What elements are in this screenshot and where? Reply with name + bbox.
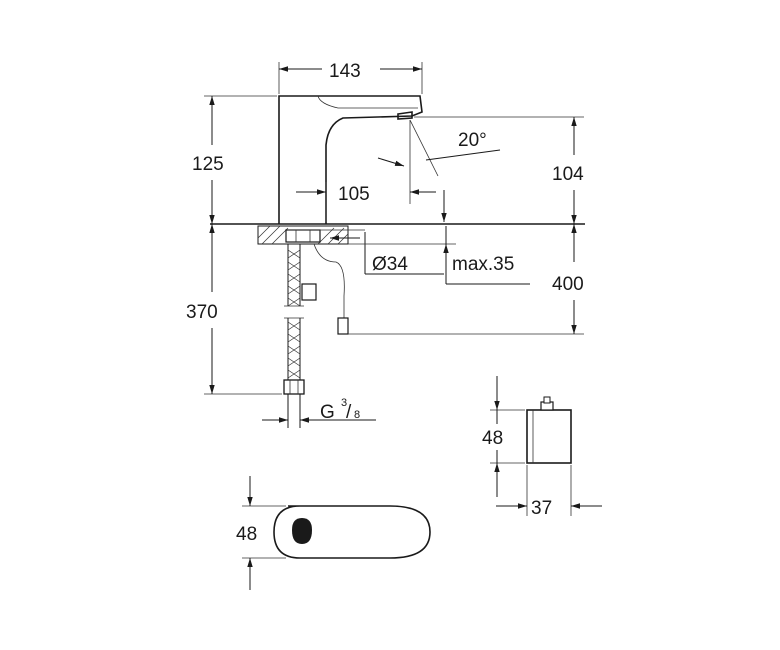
- label-angle: 20°: [458, 130, 487, 151]
- label-thread-slash: /: [346, 402, 352, 423]
- label-thread-prefix: G: [320, 402, 335, 423]
- label-hole-diameter: Ø34: [372, 254, 408, 275]
- control-box: [490, 376, 602, 516]
- deck-hatching: [257, 225, 349, 245]
- faucet-plan-view: [242, 476, 431, 590]
- label-cable-length: 400: [552, 274, 584, 295]
- dimension-lines: [204, 62, 584, 423]
- label-reach: 105: [338, 184, 370, 205]
- braided-hose: [283, 244, 305, 428]
- label-box-height: 48: [482, 428, 503, 449]
- label-outlet-height: 104: [552, 164, 584, 185]
- label-thread-num: 3: [341, 397, 347, 409]
- label-width-top: 143: [329, 61, 361, 82]
- label-deck-thickness: max.35: [452, 254, 514, 275]
- label-box-depth: 37: [531, 498, 552, 519]
- dimension-labels: 143 125 20° 105 104 Ø34 max.35 400 370 G…: [186, 61, 584, 545]
- label-plan-width: 48: [236, 524, 257, 545]
- label-height-spout: 125: [192, 154, 224, 175]
- label-hose-length: 370: [186, 302, 218, 323]
- label-thread-den: 8: [354, 409, 360, 421]
